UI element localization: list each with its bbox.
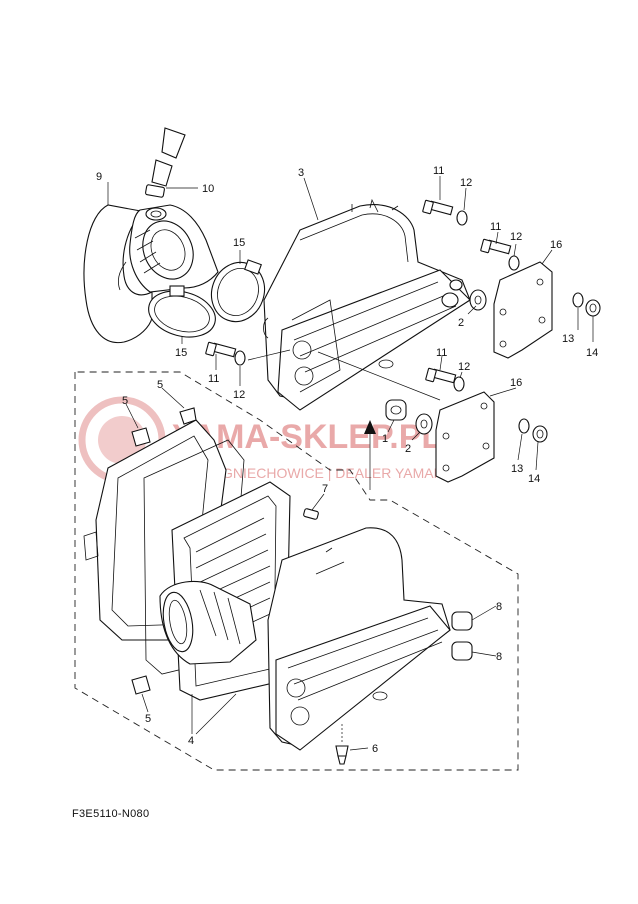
callout-13-a: 13 [562,333,574,345]
callout-12-d: 12 [458,361,470,373]
callout-13-b: 13 [511,463,523,475]
callout-8-a: 8 [496,601,502,613]
callout-3: 3 [298,167,304,179]
callout-5-c: 5 [145,713,151,725]
assembly-guide-line-2 [247,349,291,361]
callout-15-top: 15 [233,237,245,249]
callout-12-a: 12 [460,177,472,189]
drain-plug-part-6 [335,724,349,765]
callout-1: 1 [382,433,388,445]
callout-2-a: 2 [458,317,464,329]
callout-12-c: 12 [233,389,245,401]
callout-14-b: 14 [528,473,540,485]
callout-12-b: 12 [510,231,522,243]
hose-clamp-part-15 [148,259,266,338]
callout-14-a: 14 [586,347,598,359]
callout-5-b: 5 [122,395,128,407]
callout-6: 6 [372,743,378,755]
callout-11-b: 11 [490,221,501,233]
air-cleaner-case-part-3 [263,198,471,411]
callout-16-a: 16 [550,239,562,251]
callout-2-b: 2 [405,443,411,455]
callout-11-d: 11 [436,347,447,359]
callout-11-a: 11 [433,165,444,177]
washer-part-13 [518,292,584,434]
assembly-guide-line [317,351,441,401]
breather-fitting-part-10 [145,127,186,221]
callout-9: 9 [96,171,102,183]
callout-labels: 9 10 3 15 15 11 12 11 12 16 2 13 14 11 1… [96,165,598,755]
callout-5-a: 5 [157,379,163,391]
nut-part-14 [532,299,601,443]
screw-part-7 [303,508,319,520]
callout-leaders [107,176,594,751]
case-clip-part-5 [131,407,197,695]
callout-4: 4 [188,735,194,747]
case-body-lower [267,527,451,751]
callout-7: 7 [322,483,328,495]
bolt-part-11 [205,199,512,384]
intake-funnel [159,580,257,665]
sub-assembly-boundary [74,371,519,771]
callout-15-bottom: 15 [175,347,187,359]
washer-part-12 [234,210,520,392]
callout-11-c: 11 [208,373,219,385]
intake-joint-part-9 [83,204,219,344]
callout-8-b: 8 [496,651,502,663]
watermark-subtitle: GNIECHOWICE | DEALER YAMAHA [222,465,454,481]
grommet-part-1 [385,399,407,421]
damper-part-8 [451,611,473,661]
bracket-part-16 [435,261,553,483]
assembly-direction-arrow [364,420,376,490]
diagram-code: F3E5110-N080 [72,808,150,820]
callout-16-b: 16 [510,377,522,389]
callout-10: 10 [202,183,214,195]
collar-part-2 [415,289,487,435]
